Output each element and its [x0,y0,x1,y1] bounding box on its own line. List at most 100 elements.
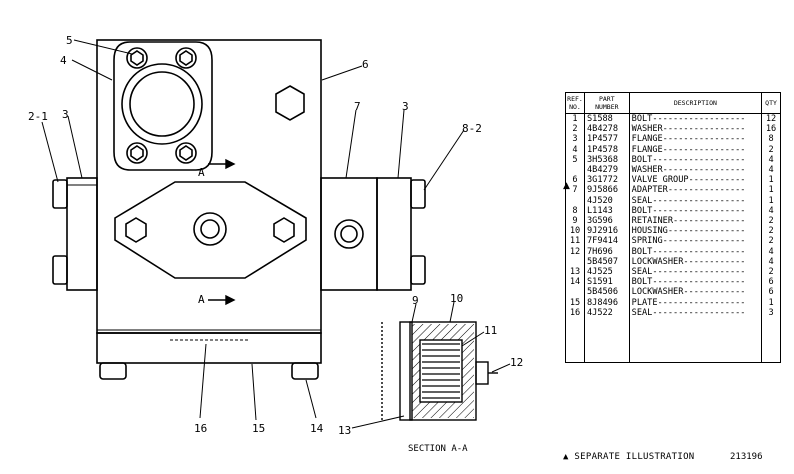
header-qty: QTY [761,92,781,114]
base-bolt [99,362,127,380]
left-flange [66,177,98,291]
callout-14: 14 [310,422,324,435]
qty-cell: 4 [761,154,781,166]
exploded-valve-diagram: A A SECTION A-A [28,34,523,454]
qty-cell: 2 [761,267,781,278]
qty-cell: 2 [761,216,781,227]
qty-cell: 2 [761,226,781,237]
qty-cell: 1 [761,195,781,206]
description-cell: ADAPTER--------------- [628,185,763,196]
ref-no-cell [565,165,585,176]
ref-no-cell: 3 [565,134,585,145]
callout-8-2: 8-2 [462,122,482,135]
ref-no-cell [565,256,585,268]
description-cell: BOLT------------------ [628,205,763,217]
ref-no-cell [565,287,585,298]
description-cell: LOCKWASHER------------ [628,287,763,298]
part-number-cell: 8J8496 [583,297,630,308]
right-bolt-lower [410,255,426,285]
part-number-cell: 3H5368 [583,154,630,166]
ref-no-cell: 12 [565,246,585,257]
qty-cell: 4 [761,246,781,257]
description-cell: SEAL------------------ [628,307,763,319]
callout-2-1: 2-1 [28,110,48,123]
centre-flange [114,181,307,279]
part-number-cell: 4B4279 [583,165,630,176]
flange-bolt [126,47,148,69]
callout-9: 9 [412,294,419,307]
header-description: DESCRIPTION [628,92,763,114]
callout-15: 15 [252,422,265,435]
part-number-cell: 4B4278 [583,124,630,135]
ref-no-cell: 7 [565,185,585,196]
description-cell: SPRING---------------- [628,236,763,247]
ref-no-cell: 2 [565,124,585,135]
part-number-cell: 5B4506 [583,287,630,298]
footnote: ▲ SEPARATE ILLUSTRATION [563,452,695,462]
description-cell: WASHER---------------- [628,165,763,176]
empty-cell [628,318,763,364]
header-ref-no: REF. NO. [565,92,585,114]
ref-no-cell: 14 [565,277,585,288]
ref-no-cell: 9 [565,216,585,227]
description-cell: RETAINER-------------- [628,216,763,227]
ref-no-cell: 8 [565,205,585,217]
table-filler-row [565,318,781,364]
flange-bolt [126,142,148,164]
callout-10: 10 [450,292,463,305]
callout-5: 5 [66,34,73,47]
description-cell: BOLT------------------ [628,113,763,125]
right-bolt-upper [410,179,426,209]
qty-cell: 8 [761,134,781,145]
empty-cell [761,318,781,364]
ref-no-cell: 11 [565,236,585,247]
callout-4: 4 [60,54,67,67]
part-number-cell: 4J520 [583,195,630,206]
valve-body [96,39,322,334]
callout-12: 12 [510,356,523,369]
callout-3-right: 3 [402,100,409,113]
qty-cell: 4 [761,165,781,176]
part-number-cell: L1143 [583,205,630,217]
qty-cell: 12 [761,113,781,125]
description-cell: BOLT------------------ [628,277,763,288]
top-flange [113,41,213,171]
callout-11: 11 [484,324,497,337]
description-cell: WASHER---------------- [628,124,763,135]
right-adapter [320,177,378,291]
empty-cell [565,318,585,364]
drawing-number: 213196 [730,452,763,462]
description-cell: FLANGE---------------- [628,144,763,155]
part-number-cell: 7H696 [583,246,630,257]
base-bolt [291,362,319,380]
qty-cell: 1 [761,185,781,196]
part-number-cell: 1P4577 [583,134,630,145]
ref-no-cell [565,195,585,206]
qty-cell: 6 [761,277,781,288]
flange-bolt [175,47,197,69]
section-retainer [399,321,413,421]
description-cell: SEAL------------------ [628,267,763,278]
part-number-cell: S1591 [583,277,630,288]
ref-no-cell: 6 [565,175,585,186]
description-cell: BOLT------------------ [628,246,763,257]
separate-illustration-marker: ▲ [563,181,570,191]
description-cell: LOCKWASHER------------ [628,256,763,268]
